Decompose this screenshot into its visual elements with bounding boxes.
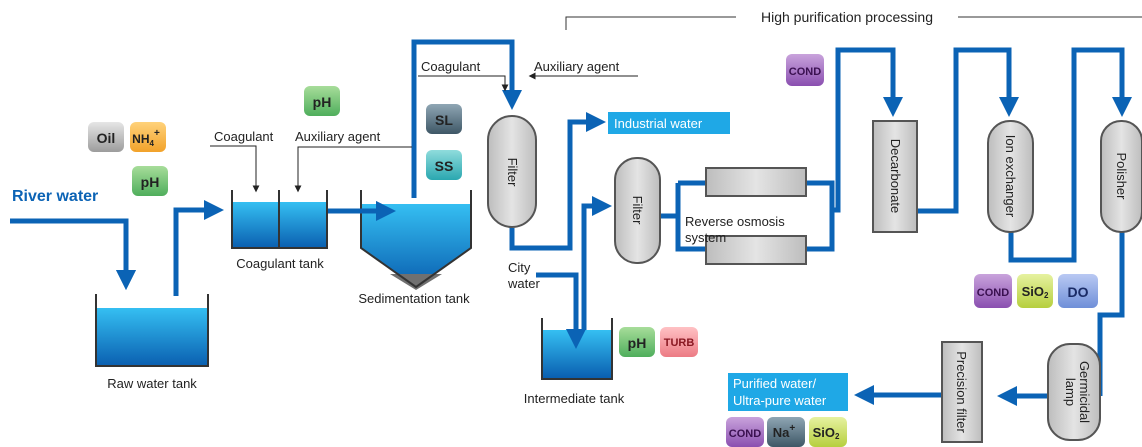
city-water-label-1: City: [508, 260, 531, 275]
filter-1: [487, 115, 537, 228]
river-inlet-pipe: [10, 218, 136, 290]
decarbonate-label: Decarbonate: [888, 139, 903, 213]
germicidal-lamp-unit: [1047, 343, 1101, 441]
raw-water-tank: [95, 294, 209, 367]
svg-text:COND: COND: [977, 287, 1009, 299]
svg-text:pH: pH: [628, 335, 647, 351]
svg-text:DO: DO: [1068, 284, 1089, 300]
svg-text:Ultra-pure water: Ultra-pure water: [733, 393, 827, 408]
turb-badge: [660, 327, 698, 357]
decarbonate-unit: [872, 120, 918, 233]
oil-badge: [88, 122, 124, 152]
raw-water-tank-label: Raw water tank: [107, 376, 197, 391]
filter-2-label: Filter: [630, 196, 645, 226]
svg-text:Oil: Oil: [97, 130, 116, 146]
ro-label-line2: system: [685, 230, 726, 245]
polisher-unit: [1100, 120, 1142, 233]
coagulant-label-2: Coagulant: [421, 59, 481, 74]
cond-badge-output: [726, 417, 764, 447]
intermediate-to-filter-pipe: [581, 196, 612, 347]
polisher-label: Polisher: [1114, 153, 1129, 201]
coagulant-label-1: Coagulant: [214, 129, 274, 144]
precision-filter-unit: [941, 341, 983, 443]
svg-text:Na+: Na+: [773, 423, 796, 440]
ph-badge-coagulant: [304, 86, 340, 116]
process-units: [487, 115, 1142, 443]
city-water-label-2: water: [507, 276, 540, 291]
river-water-label: River water: [12, 188, 98, 205]
industrial-water-callout: Industrial water: [608, 112, 730, 134]
sedimentation-tank: [360, 190, 472, 290]
sio2-badge-output: [809, 417, 847, 447]
ph-badge-raw: [132, 166, 168, 196]
coagulant-tank: [231, 190, 328, 249]
do-badge: [1058, 274, 1098, 308]
nh4-badge: [130, 122, 166, 152]
cond-badge-top: [786, 54, 824, 86]
ph-badge-intermediate: [619, 327, 655, 357]
auxiliary-label-1: Auxiliary agent: [295, 129, 381, 144]
sio2-badge-mid: [1017, 274, 1053, 308]
ion-exchanger-label: Ion exchanger: [1003, 135, 1018, 218]
coagulant-tank-label: Coagulant tank: [236, 256, 324, 271]
svg-text:COND: COND: [789, 66, 821, 78]
ion-exchanger-unit: [987, 120, 1034, 233]
intermediate-tank-label: Intermediate tank: [524, 391, 625, 406]
svg-text:pH: pH: [313, 94, 332, 110]
ro-membrane-top: [705, 167, 807, 197]
high-purification-bracket: High purification processing: [565, 9, 1142, 30]
svg-text:SiO2: SiO2: [813, 425, 840, 441]
ss-badge: [426, 150, 462, 180]
svg-text:SiO2: SiO2: [1022, 284, 1049, 300]
na-badge: [767, 417, 805, 447]
sedimentation-to-filter-pipe: [411, 39, 522, 198]
svg-text:COND: COND: [729, 428, 761, 440]
auxiliary-label-2: Auxiliary agent: [534, 59, 620, 74]
svg-text:SL: SL: [435, 112, 453, 128]
decarbonate-to-ion-pipe: [917, 47, 1019, 214]
additive-lines: [210, 72, 638, 193]
polisher-to-germicidal-pipe: [1097, 213, 1125, 399]
ro-membrane-bottom: [705, 235, 807, 265]
svg-text:pH: pH: [141, 174, 160, 190]
sensor-badges: Oil NH4+ pH pH SL SS pH TURB COND COND S…: [88, 54, 1098, 447]
germicidal-label-line2: lamp: [1063, 378, 1078, 406]
svg-text:TURB: TURB: [664, 337, 695, 349]
sedimentation-tank-label: Sedimentation tank: [358, 291, 470, 306]
svg-text:SS: SS: [435, 158, 454, 174]
filter-1-label: Filter: [505, 158, 520, 188]
high-purification-title: High purification processing: [761, 9, 933, 25]
svg-text:NH4+: NH4+: [132, 128, 160, 148]
raw-to-coagulant-pipe: [173, 200, 224, 296]
filter-2: [614, 157, 661, 264]
svg-text:Purified water/: Purified water/: [733, 376, 816, 391]
ro-to-decarbonate-pipe: [832, 47, 903, 213]
purified-water-callout: Purified water/ Ultra-pure water: [728, 373, 848, 411]
ion-to-polisher-pipe: [1008, 47, 1132, 263]
ro-label-line1: Reverse osmosis: [685, 214, 785, 229]
filter-to-industrial-pipe: [509, 112, 606, 251]
cond-badge-mid: [974, 274, 1012, 308]
germicidal-label-line1: Germicidal: [1077, 361, 1092, 423]
sl-badge: [426, 104, 462, 134]
svg-text:Industrial water: Industrial water: [614, 116, 703, 131]
precision-filter-label: Precision filter: [954, 351, 969, 433]
